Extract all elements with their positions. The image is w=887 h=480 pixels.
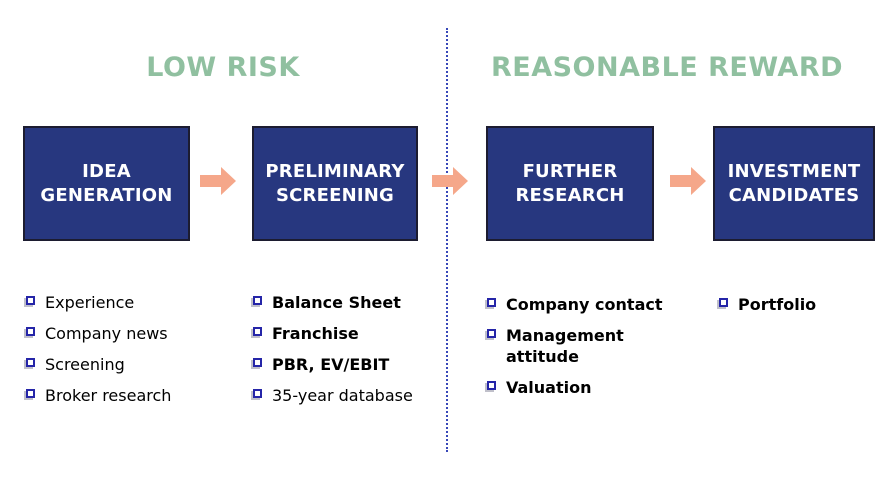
stage-box-preliminary-screening: PRELIMINARY SCREENING	[252, 126, 418, 241]
list-item-label: Broker research	[45, 386, 172, 405]
square-bullet-icon	[26, 389, 35, 398]
list-item: Portfolio	[719, 294, 816, 315]
list-item: Company contact	[487, 294, 663, 315]
square-bullet-icon	[487, 329, 496, 338]
investment-candidates-item-list: Portfolio	[719, 294, 816, 325]
list-item: Balance Sheet	[253, 292, 413, 313]
list-item-label: Company news	[45, 324, 168, 343]
square-bullet-icon	[253, 327, 262, 336]
arrow-right-icon	[200, 167, 236, 195]
list-item: Company news	[26, 323, 171, 344]
list-item-label: PBR, EV/EBIT	[272, 355, 390, 374]
list-item-label: Portfolio	[738, 295, 817, 314]
square-bullet-icon	[253, 358, 262, 367]
list-item: 35-year database	[253, 385, 413, 406]
list-item: Screening	[26, 354, 171, 375]
list-item-label: Screening	[45, 355, 125, 374]
list-item-label: 35-year database	[272, 386, 413, 405]
stage-title-line: GENERATION	[40, 184, 173, 206]
list-item: Franchise	[253, 323, 413, 344]
square-bullet-icon	[253, 389, 262, 398]
list-item: Valuation	[487, 377, 663, 398]
idea-generation-item-list: Experience Company news Screening Broker…	[26, 292, 171, 416]
section-title-reasonable-reward: REASONABLE REWARD	[490, 52, 844, 83]
square-bullet-icon	[719, 298, 728, 307]
list-item-label: Valuation	[506, 378, 592, 397]
arrow-right-icon	[670, 167, 706, 195]
square-bullet-icon	[26, 296, 35, 305]
stage-box-idea-generation: IDEA GENERATION	[23, 126, 190, 241]
stage-title-line: PRELIMINARY	[265, 160, 405, 182]
stage-title-line: FURTHER	[522, 160, 618, 182]
stage-box-further-research: FURTHER RESEARCH	[486, 126, 654, 241]
square-bullet-icon	[487, 298, 496, 307]
square-bullet-icon	[487, 381, 496, 390]
stage-box-investment-candidates: INVESTMENT CANDIDATES	[713, 126, 875, 241]
list-item: PBR, EV/EBIT	[253, 354, 413, 375]
square-bullet-icon	[26, 327, 35, 336]
stage-title-line: INVESTMENT	[727, 160, 861, 182]
preliminary-screening-item-list: Balance Sheet Franchise PBR, EV/EBIT 35-…	[253, 292, 413, 416]
divider-dotted-line	[446, 28, 448, 452]
list-item-label: Management attitude	[506, 326, 624, 366]
list-item: Broker research	[26, 385, 171, 406]
further-research-item-list: Company contact Management attitude Valu…	[487, 294, 663, 408]
square-bullet-icon	[253, 296, 262, 305]
list-item-label: Experience	[45, 293, 135, 312]
section-title-low-risk: LOW RISK	[146, 52, 300, 83]
list-item-label: Company contact	[506, 295, 663, 314]
stage-title-line: IDEA	[82, 160, 131, 182]
stage-title-line: SCREENING	[275, 184, 395, 206]
square-bullet-icon	[26, 358, 35, 367]
list-item-label: Balance Sheet	[272, 293, 401, 312]
arrow-right-icon	[432, 167, 468, 195]
stage-title-line: CANDIDATES	[728, 184, 860, 206]
list-item-label: Franchise	[272, 324, 359, 343]
stage-title-line: RESEARCH	[515, 184, 625, 206]
list-item: Experience	[26, 292, 171, 313]
list-item: Management attitude	[487, 325, 663, 367]
